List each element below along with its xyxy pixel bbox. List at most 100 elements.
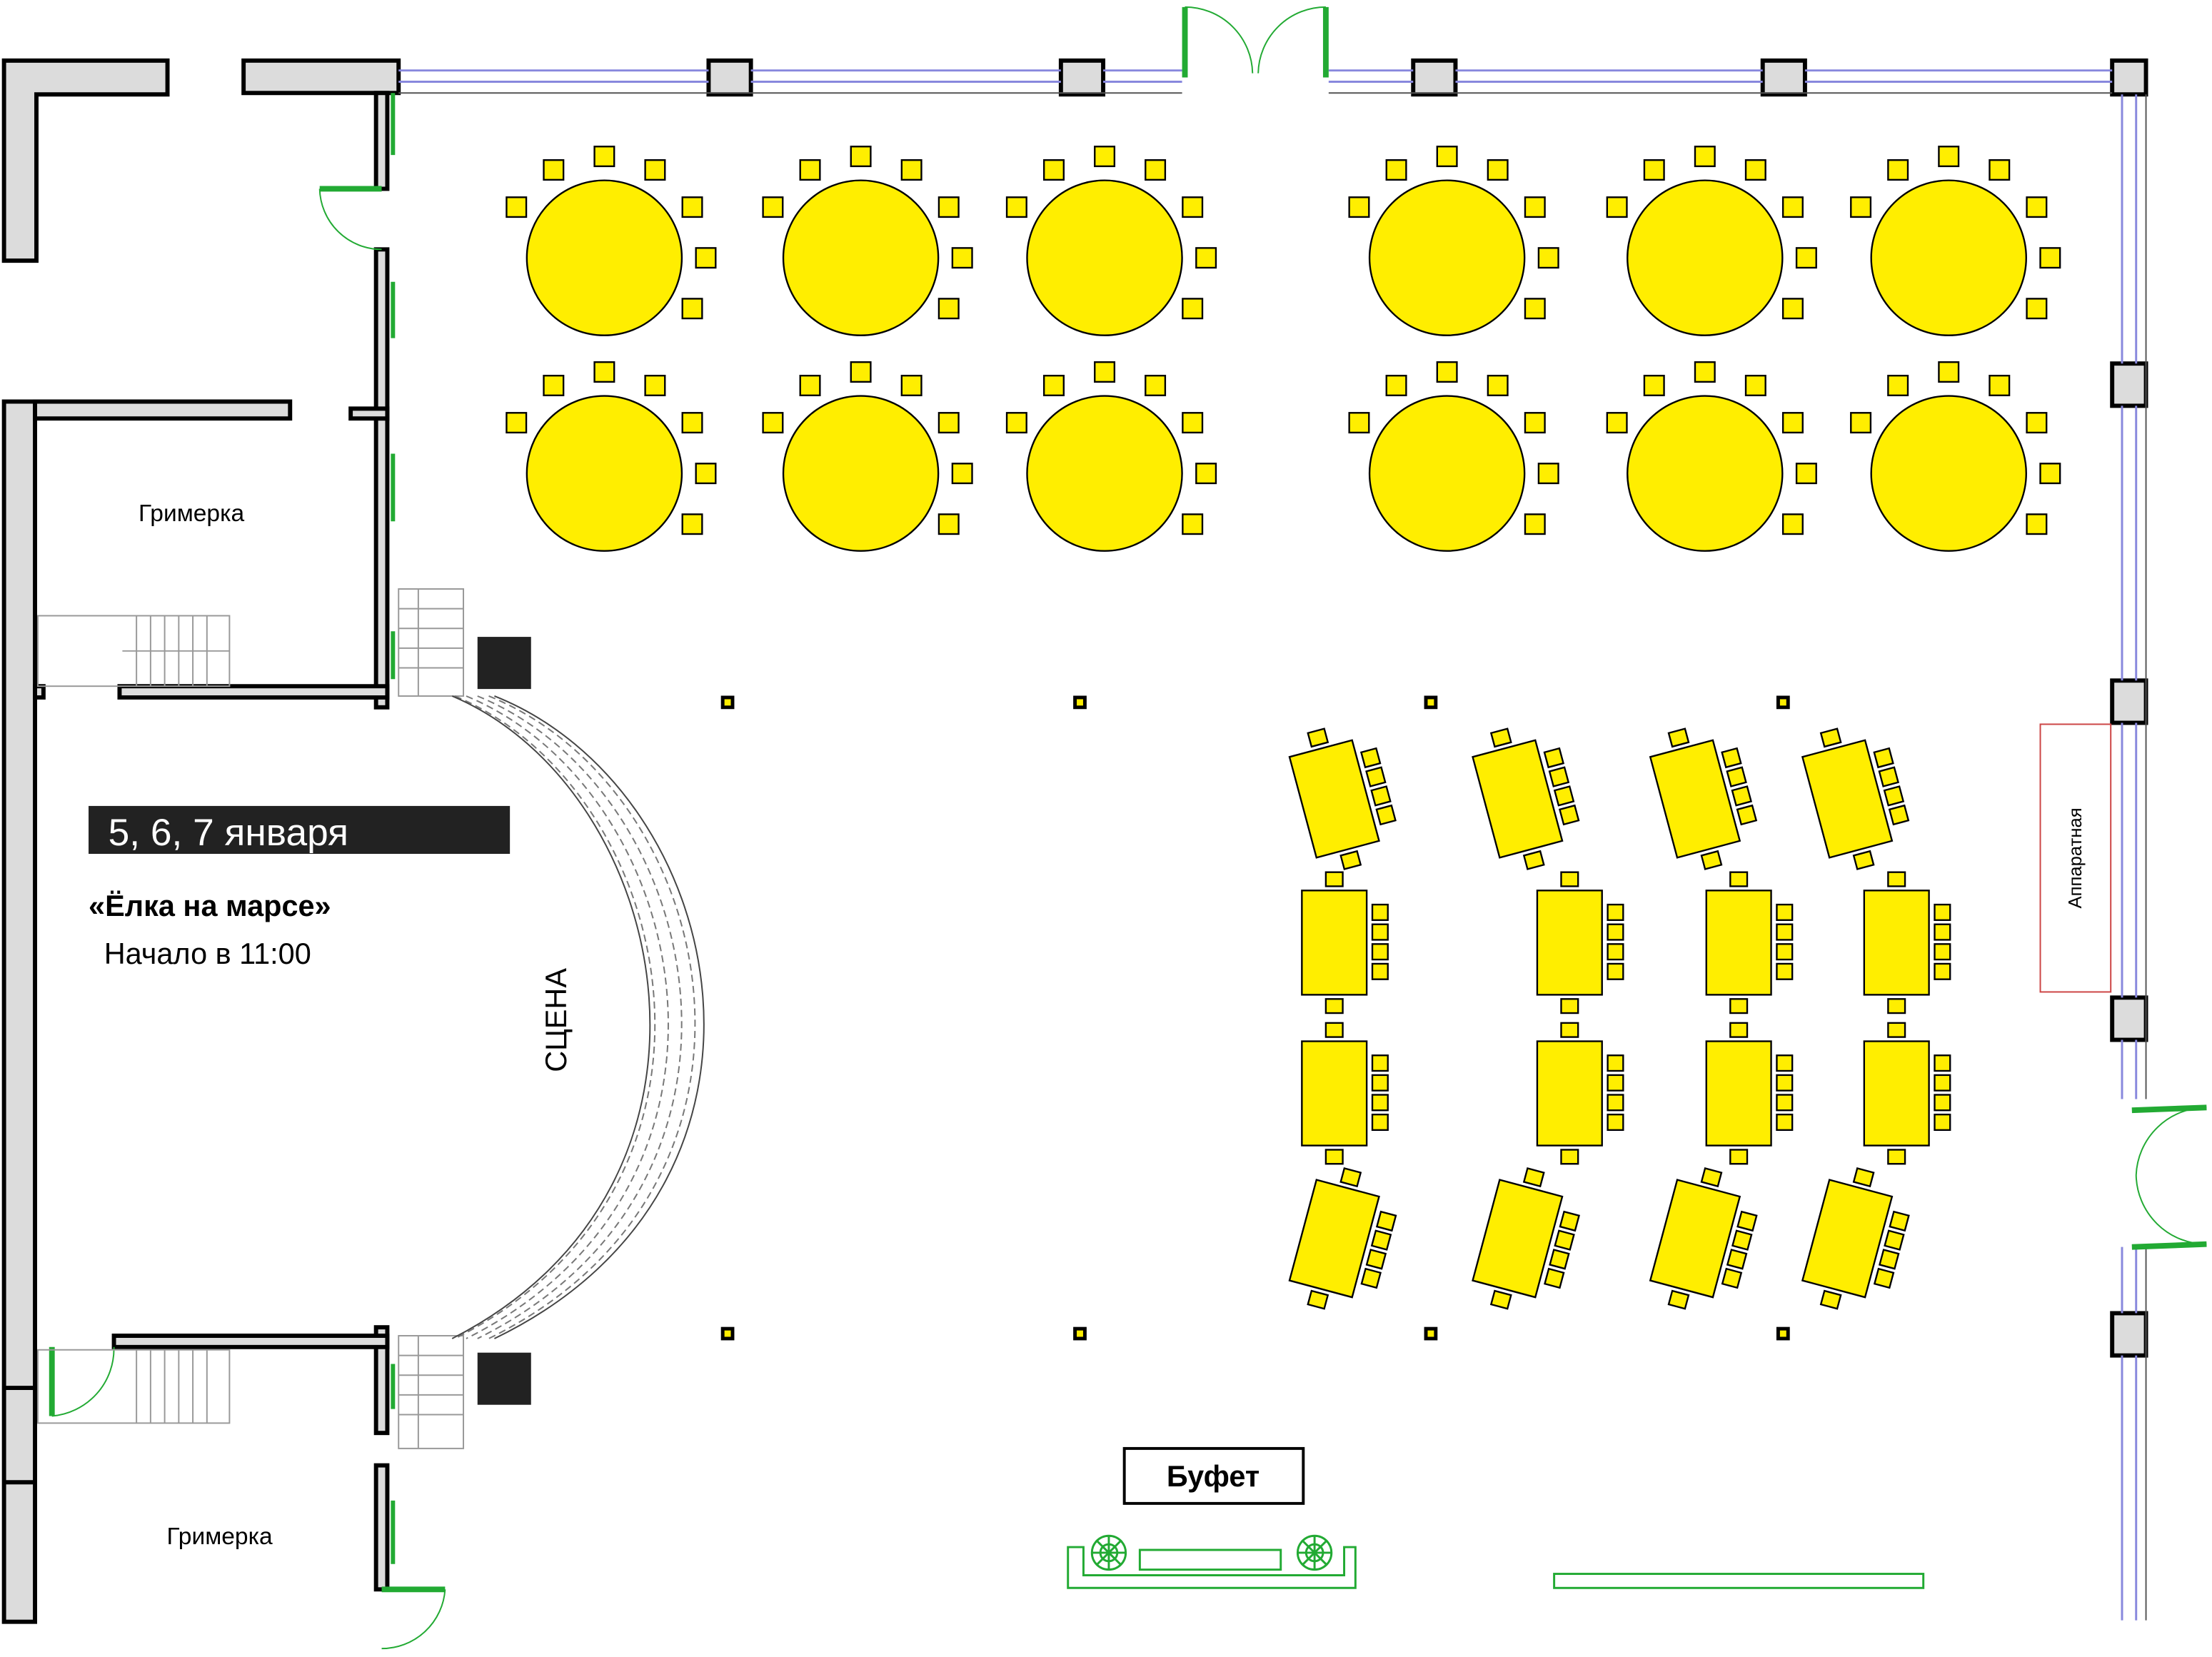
round-table-top bbox=[1870, 395, 2027, 552]
chair bbox=[1524, 412, 1546, 434]
chair bbox=[1776, 1094, 1794, 1112]
rect-table bbox=[1288, 1167, 1397, 1310]
chair bbox=[1776, 1113, 1794, 1132]
dressing-room-bottom-label: Гримерка bbox=[167, 1523, 273, 1550]
chair bbox=[1700, 850, 1723, 870]
rect-table bbox=[1801, 727, 1910, 870]
chair bbox=[1934, 1113, 1951, 1132]
chair bbox=[1729, 1149, 1749, 1165]
chair bbox=[1559, 1210, 1580, 1232]
chair bbox=[1887, 374, 1909, 396]
rect-table-top bbox=[1649, 739, 1741, 859]
chair bbox=[1934, 903, 1951, 921]
chair bbox=[593, 361, 615, 383]
chair bbox=[2026, 298, 2048, 320]
chair bbox=[1371, 903, 1389, 921]
chair bbox=[1781, 513, 1804, 535]
chair bbox=[1371, 1113, 1389, 1132]
chair bbox=[1781, 412, 1804, 434]
chair bbox=[900, 374, 922, 396]
column bbox=[1058, 58, 1106, 97]
round-table-top bbox=[1627, 395, 1784, 552]
wall-corner-top-left bbox=[1, 58, 170, 263]
chair bbox=[1182, 412, 1204, 434]
chair bbox=[1522, 1167, 1545, 1188]
column bbox=[706, 58, 753, 97]
buffet-box bbox=[1122, 1446, 1305, 1505]
chair bbox=[1042, 374, 1065, 396]
chair bbox=[1938, 361, 1960, 383]
planter bbox=[1067, 1534, 1925, 1589]
rect-table bbox=[1536, 1022, 1624, 1165]
chair bbox=[1544, 1267, 1565, 1289]
round-table-top bbox=[782, 395, 940, 552]
rect-table bbox=[1705, 871, 1794, 1014]
chair bbox=[951, 247, 973, 269]
chair bbox=[681, 298, 703, 320]
chair bbox=[1887, 159, 1909, 181]
chair bbox=[1195, 247, 1217, 269]
chair bbox=[1324, 1149, 1344, 1165]
rect-table-top bbox=[1649, 1179, 1741, 1299]
chair bbox=[1042, 159, 1065, 181]
rect-table-top bbox=[1288, 739, 1380, 859]
chair bbox=[937, 196, 960, 218]
chair bbox=[644, 159, 666, 181]
speaker bbox=[477, 637, 531, 690]
dates-banner bbox=[89, 805, 511, 855]
round-table-top bbox=[526, 395, 683, 552]
chair bbox=[1371, 923, 1389, 941]
chair bbox=[1934, 943, 1951, 961]
chair bbox=[1850, 196, 1872, 218]
rect-table-top bbox=[1705, 1040, 1772, 1147]
chair bbox=[2026, 513, 2048, 535]
round-table-top bbox=[782, 179, 940, 336]
chair bbox=[850, 361, 872, 383]
round-table-top bbox=[526, 179, 683, 336]
round-table bbox=[1348, 361, 1559, 552]
column bbox=[2110, 678, 2148, 725]
rect-table bbox=[1536, 871, 1624, 1014]
chair bbox=[1371, 1094, 1389, 1112]
chair bbox=[1560, 871, 1579, 887]
chair bbox=[2039, 247, 2061, 269]
rect-table-top bbox=[1301, 890, 1368, 996]
chair bbox=[1726, 766, 1747, 787]
event-start: Начало в 11:00 bbox=[104, 937, 311, 970]
round-table bbox=[1850, 361, 2061, 552]
chair bbox=[506, 196, 528, 218]
round-table bbox=[1005, 361, 1217, 552]
rect-tables bbox=[1288, 727, 1951, 1310]
chair bbox=[1339, 850, 1362, 870]
chair bbox=[695, 463, 717, 485]
round-table-top bbox=[1870, 179, 2027, 336]
chair bbox=[1182, 513, 1204, 535]
windows bbox=[398, 69, 2138, 1621]
chair bbox=[1607, 943, 1624, 961]
chair bbox=[1145, 374, 1167, 396]
round-tables bbox=[506, 146, 2061, 552]
chair bbox=[1934, 923, 1951, 941]
chair bbox=[1795, 247, 1817, 269]
round-table bbox=[762, 361, 973, 552]
rect-table-top bbox=[1536, 1040, 1603, 1147]
rect-table-top bbox=[1863, 1040, 1930, 1147]
rect-table-top bbox=[1863, 890, 1930, 996]
chair bbox=[951, 463, 973, 485]
dressing-room-top-label: Гримерка bbox=[139, 500, 244, 527]
chair bbox=[1375, 804, 1397, 826]
chair bbox=[1721, 1267, 1743, 1289]
chair bbox=[681, 196, 703, 218]
chair bbox=[1989, 159, 2011, 181]
chair bbox=[900, 159, 922, 181]
rect-table bbox=[1472, 1167, 1580, 1310]
chair bbox=[1887, 1149, 1906, 1165]
chair bbox=[1005, 196, 1027, 218]
chair bbox=[506, 412, 528, 434]
chair bbox=[644, 374, 666, 396]
chair bbox=[762, 196, 784, 218]
chair bbox=[1537, 463, 1559, 485]
chair bbox=[1934, 962, 1951, 980]
column bbox=[2110, 58, 2148, 97]
rect-table-top bbox=[1288, 1179, 1380, 1299]
